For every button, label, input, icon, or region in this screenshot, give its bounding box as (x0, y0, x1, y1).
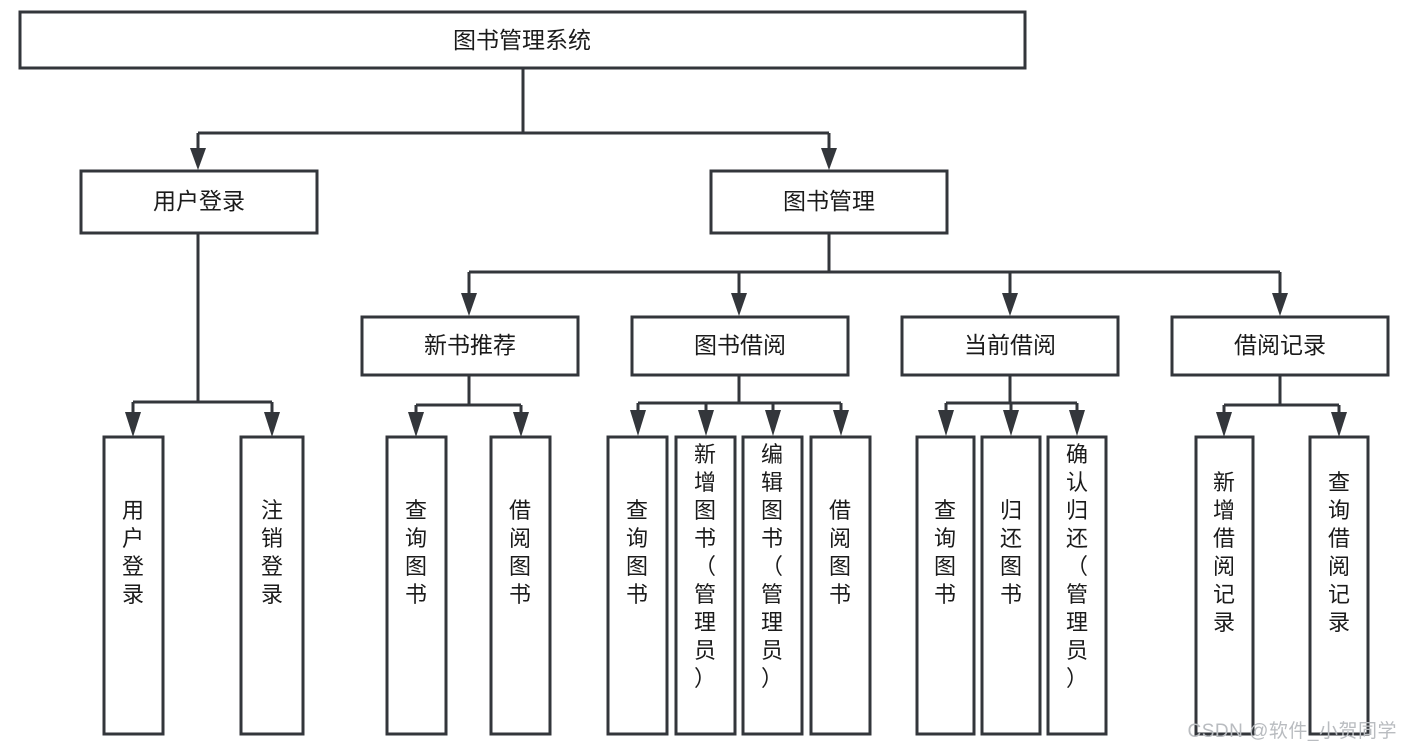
node-borrow-record-label: 借阅记录 (1234, 332, 1326, 358)
arrow-head-leaf-13 (1331, 412, 1347, 437)
node-leaf-return-book[interactable]: 归还图书 (980, 435, 1042, 736)
node-user-login[interactable]: 用户登录 (79, 169, 319, 235)
arrow-head-leaf-7 (765, 410, 781, 436)
arrow-head-leaf-11 (1069, 410, 1085, 436)
arrow-head-leaf-9 (938, 410, 954, 436)
watermark-label: CSDN @软件_小贺同学 (1187, 721, 1397, 742)
node-borrow-record-box[interactable] (1170, 315, 1390, 377)
arrow-head-leaf-6 (698, 410, 714, 436)
arrow-head-l2-1 (190, 148, 206, 170)
node-book-borrow-label: 图书借阅 (694, 332, 786, 358)
node-leaf-query-borrow-record-box[interactable] (1308, 435, 1370, 736)
node-leaf-query-book-3-label: 查询图书 (934, 498, 956, 607)
node-leaf-query-book-1[interactable]: 查询图书 (385, 435, 448, 736)
node-new-book-recommend-box[interactable] (360, 315, 580, 377)
node-leaf-query-book-2-box[interactable] (606, 435, 669, 736)
arrow-head-l3-4 (1272, 293, 1288, 316)
arrow-head-leaf-12 (1216, 412, 1232, 437)
node-book-management[interactable]: 图书管理 (709, 169, 949, 235)
arrow-head-l3-2 (731, 293, 747, 316)
node-leaf-edit-book[interactable]: 编辑图书（管理员） (741, 435, 804, 736)
arrow-head-l2-2 (821, 148, 837, 170)
arrow-head-leaf-5 (630, 410, 646, 436)
node-leaf-user-login-label: 用户登录 (122, 498, 144, 607)
node-leaf-confirm-return-box[interactable] (1046, 435, 1108, 736)
arrow-head-leaf-8 (833, 410, 849, 436)
node-leaf-add-borrow-record[interactable]: 新增借阅记录 (1194, 435, 1255, 736)
node-leaf-logout-label: 注销登录 (261, 498, 283, 607)
node-leaf-return-book-box[interactable] (980, 435, 1042, 736)
node-book-management-box[interactable] (709, 169, 949, 235)
node-current-borrow[interactable]: 当前借阅 (900, 315, 1120, 377)
node-leaf-query-book-3[interactable]: 查询图书 (915, 435, 976, 736)
node-user-login-label: 用户登录 (153, 188, 245, 214)
node-leaf-logout-box[interactable] (239, 435, 305, 736)
node-leaf-borrow-book-2-label: 借阅图书 (829, 498, 851, 607)
node-leaf-add-book-box[interactable] (674, 435, 737, 736)
node-leaf-borrow-book-2-box[interactable] (809, 435, 872, 736)
node-leaf-borrow-book-1-label: 借阅图书 (509, 498, 531, 607)
node-leaf-add-borrow-record-box[interactable] (1194, 435, 1255, 736)
node-leaf-query-book-2[interactable]: 查询图书 (606, 435, 669, 736)
node-leaf-query-book-1-box[interactable] (385, 435, 448, 736)
node-root-label: 图书管理系统 (453, 27, 591, 53)
node-leaf-return-book-label: 归还图书 (1000, 498, 1022, 607)
node-borrow-record[interactable]: 借阅记录 (1170, 315, 1390, 377)
node-leaf-borrow-book-1[interactable]: 借阅图书 (489, 435, 552, 736)
node-leaf-logout[interactable]: 注销登录 (239, 435, 305, 736)
node-leaf-add-book[interactable]: 新增图书（管理员） (674, 435, 737, 736)
node-leaf-query-borrow-record-label: 查询借阅记录 (1328, 470, 1350, 635)
node-leaf-add-borrow-record-label: 新增借阅记录 (1213, 470, 1235, 635)
node-current-borrow-label: 当前借阅 (964, 332, 1056, 358)
node-user-login-box[interactable] (79, 169, 319, 235)
node-leaf-borrow-book-2[interactable]: 借阅图书 (809, 435, 872, 736)
node-leaf-add-book-label: 新增图书（管理员） (694, 442, 716, 691)
arrow-head-leaf-10 (1003, 410, 1019, 436)
arrow-head-leaf-4 (513, 412, 529, 437)
node-leaf-user-login-box[interactable] (102, 435, 165, 736)
arrow-head-leaf-2 (264, 412, 280, 437)
node-leaf-query-book-3-box[interactable] (915, 435, 976, 736)
node-leaf-query-borrow-record[interactable]: 查询借阅记录 (1308, 435, 1370, 736)
node-current-borrow-box[interactable] (900, 315, 1120, 377)
arrow-head-l3-3 (1002, 293, 1018, 316)
node-leaf-user-login[interactable]: 用户登录 (102, 435, 165, 736)
arrow-head-leaf-1 (125, 412, 141, 437)
node-book-borrow[interactable]: 图书借阅 (630, 315, 850, 377)
node-leaf-edit-book-label: 编辑图书（管理员） (761, 442, 783, 691)
node-root[interactable]: 图书管理系统 (18, 10, 1027, 70)
node-new-book-recommend-label: 新书推荐 (424, 332, 516, 358)
arrow-head-l3-1 (461, 293, 477, 316)
node-leaf-confirm-return-label: 确认归还（管理员） (1066, 442, 1088, 691)
node-leaf-confirm-return[interactable]: 确认归还（管理员） (1046, 435, 1108, 736)
node-leaf-borrow-book-1-box[interactable] (489, 435, 552, 736)
node-leaf-query-book-2-label: 查询图书 (626, 498, 648, 607)
node-new-book-recommend[interactable]: 新书推荐 (360, 315, 580, 377)
edge-group (125, 68, 1347, 437)
node-leaf-query-book-1-label: 查询图书 (405, 498, 427, 607)
node-book-borrow-box[interactable] (630, 315, 850, 377)
node-root-box[interactable] (18, 10, 1027, 70)
arrow-head-leaf-3 (408, 412, 424, 437)
node-book-management-label: 图书管理 (783, 188, 875, 214)
node-leaf-edit-book-box[interactable] (741, 435, 804, 736)
